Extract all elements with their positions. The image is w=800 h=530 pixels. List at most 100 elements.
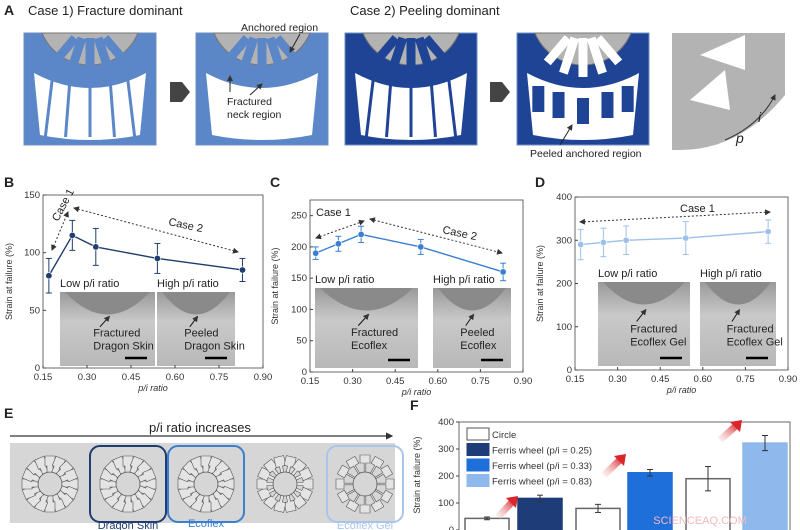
x-tick-label: 0.30 xyxy=(78,372,97,383)
high-caption-2: Ecoflex xyxy=(460,340,497,352)
fractured-neck-label-2: neck region xyxy=(227,109,281,121)
x-tick-label: 0.90 xyxy=(514,376,533,387)
y-axis-label: Strain at failure (%) xyxy=(4,243,14,320)
panel-label-a: A xyxy=(4,2,14,18)
x-tick-label: 0.75 xyxy=(210,372,229,383)
y-tick-label: 0 xyxy=(567,365,572,376)
legend-swatch xyxy=(466,443,490,456)
y-axis-label: Strain at failure (%) xyxy=(270,247,280,324)
y-tick-label: 100 xyxy=(556,322,572,333)
legend-entry: Ferris wheel (p/i = 0.83) xyxy=(492,477,592,488)
ferris-wheel-pattern xyxy=(326,445,404,523)
y-tick-label: 200 xyxy=(556,279,572,290)
high-caption-1: Fractured xyxy=(727,323,774,335)
y-tick-label: 300 xyxy=(556,235,572,246)
legend-swatch xyxy=(466,458,490,472)
high-caption-1: Peeled xyxy=(184,327,218,339)
low-caption-1: Fractured xyxy=(351,327,398,339)
data-point xyxy=(499,268,507,276)
ferris-wheel-pattern xyxy=(89,445,167,523)
plot-frame xyxy=(42,194,264,369)
data-point xyxy=(92,243,100,251)
x-tick-label: 0.15 xyxy=(566,374,585,385)
legend-swatch xyxy=(466,474,490,487)
case-range-arrow xyxy=(315,219,365,240)
arrow-right-icon xyxy=(490,82,510,102)
schematic-tile xyxy=(23,32,157,146)
x-tick-label: 0.45 xyxy=(651,374,670,385)
low-caption-2: Dragon Skin xyxy=(93,340,154,352)
series-line xyxy=(48,234,243,277)
panel-label-e: E xyxy=(4,405,13,421)
case-annotation: Case 1 xyxy=(50,187,77,223)
y-tick-label: 200 xyxy=(438,471,454,482)
x-tick-label: 0.75 xyxy=(736,374,755,385)
data-point xyxy=(599,238,607,246)
high-ratio-label: High p/i ratio xyxy=(157,278,219,290)
y-tick-label: 50 xyxy=(29,305,40,316)
series-line xyxy=(580,230,769,246)
case-annotation: Case 2 xyxy=(441,224,478,243)
panel-label: D xyxy=(535,174,545,190)
ferris-wheel-pattern xyxy=(167,445,245,523)
y-tick-label: 150 xyxy=(24,190,40,201)
low-caption-1: Fractured xyxy=(93,327,140,339)
y-tick-label: 50 xyxy=(296,336,307,347)
x-tick-label: 0.60 xyxy=(166,372,185,383)
chart-panel-f: F0100200300400Strain at failure (%)Circl… xyxy=(410,397,791,530)
y-tick-label: 250 xyxy=(291,211,307,222)
x-tick-label: 0.90 xyxy=(779,374,798,385)
x-tick-label: 0.15 xyxy=(301,376,320,387)
data-point xyxy=(417,243,425,251)
panel-label: B xyxy=(4,174,14,190)
x-tick-label: 0.60 xyxy=(429,376,448,387)
low-caption-1: Fractured xyxy=(630,323,677,335)
x-axis-label: p/i ratio xyxy=(401,387,432,397)
material-ecoflex: Ecoflex xyxy=(188,518,225,530)
low-caption-2: Ecoflex Gel xyxy=(630,336,686,348)
low-ratio-label: Low p/i ratio xyxy=(598,268,657,280)
increase-arrow-head xyxy=(730,420,742,432)
panel-e: E p/i ratio increases Dragon Skin Ecofle… xyxy=(4,405,404,530)
legend-entry: Ferris wheel (p/i = 0.33) xyxy=(492,461,592,472)
data-point xyxy=(764,228,772,236)
x-tick-label: 0.15 xyxy=(34,372,53,383)
material-dragon-skin: Dragon Skin xyxy=(98,520,159,530)
material-highlight-box xyxy=(167,445,245,523)
low-caption-2: Ecoflex xyxy=(351,340,388,352)
y-tick-label: 100 xyxy=(291,304,307,315)
ferris-wheel-pattern xyxy=(256,455,314,513)
high-caption-2: Ecoflex Gel xyxy=(727,336,783,348)
panel-label: C xyxy=(270,174,280,190)
high-caption-2: Dragon Skin xyxy=(184,340,245,352)
data-point xyxy=(622,236,630,244)
schematic-tile xyxy=(516,32,650,146)
data-point xyxy=(577,241,585,249)
y-axis-label: Strain at failure (%) xyxy=(412,436,422,513)
schematic-tile xyxy=(195,32,329,146)
bar xyxy=(742,442,788,530)
ferris-wheel-pattern xyxy=(21,455,79,513)
high-ratio-label: High p/i ratio xyxy=(433,274,495,286)
fractured-neck-label-1: Fractured xyxy=(227,96,272,108)
geometry-detail xyxy=(672,33,785,150)
y-tick-label: 100 xyxy=(24,248,40,259)
x-axis-label: p/i ratio xyxy=(666,385,697,395)
ratio-increases-label: p/i ratio increases xyxy=(149,420,251,435)
data-point xyxy=(312,249,320,257)
material-ecoflex-gel: Ecoflex Gel xyxy=(337,520,393,530)
x-tick-label: 0.45 xyxy=(386,376,405,387)
legend-entry: Ferris wheel (p/i = 0.25) xyxy=(492,446,592,457)
legend-swatch xyxy=(466,427,490,441)
x-axis-label: p/i ratio xyxy=(137,383,168,393)
case-annotation: Case 2 xyxy=(167,216,204,235)
case-annotation: Case 1 xyxy=(680,203,715,215)
case-annotation: Case 1 xyxy=(316,207,351,219)
case2-title: Case 2) Peeling dominant xyxy=(350,3,500,18)
case-range-arrow xyxy=(369,217,503,255)
data-point xyxy=(153,254,161,262)
y-tick-label: 0 xyxy=(35,363,40,374)
